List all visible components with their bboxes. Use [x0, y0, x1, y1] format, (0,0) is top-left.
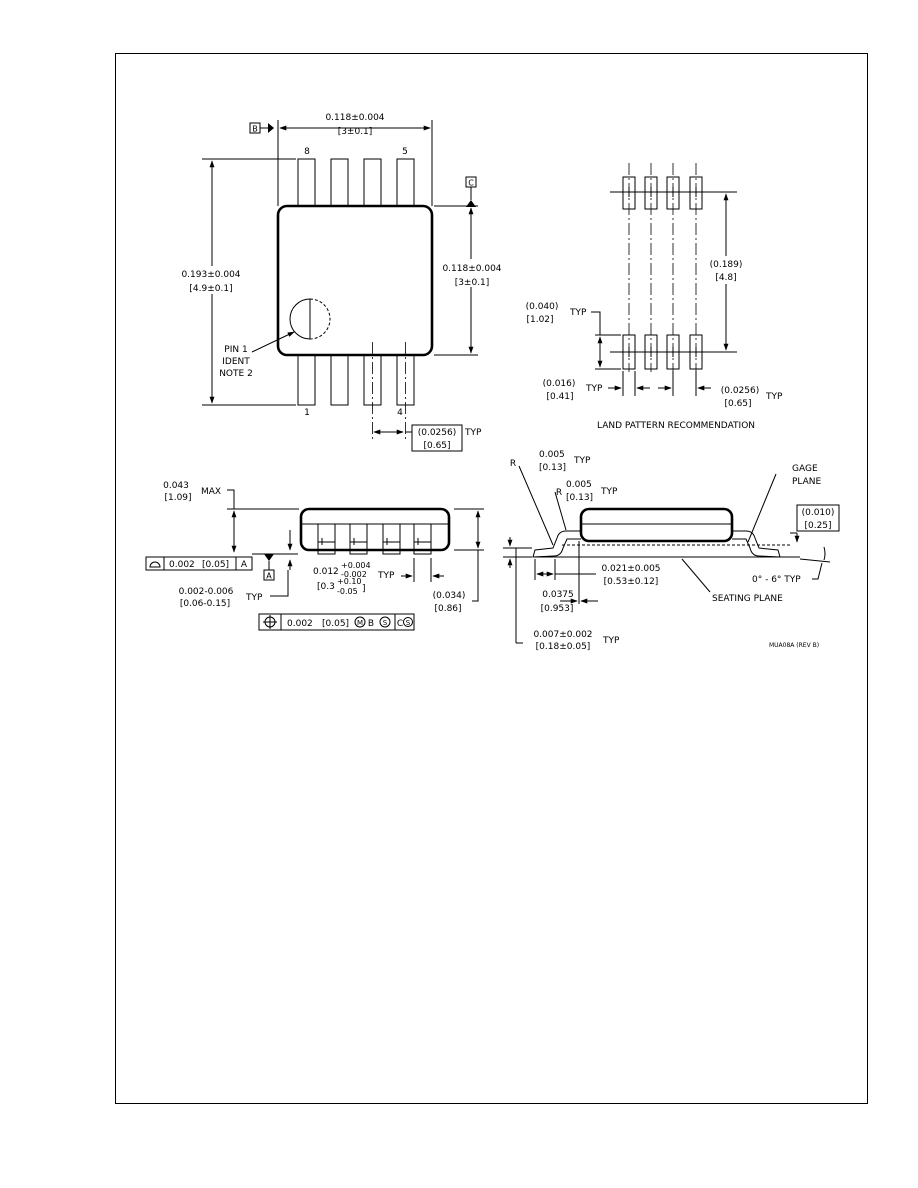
package-body-top [276, 204, 434, 357]
side-view: A 0.043 [1.09] MAX 0.002 [0.05] A 0.002-… [145, 481, 484, 631]
lead-span: 0.0375 [542, 590, 574, 600]
lead-thick-typ: TYP [602, 636, 620, 646]
pos-mod-s2: S [406, 619, 411, 627]
top-body-dim: 0.118±0.004 [442, 264, 501, 274]
land-pitch: (0.0256) [721, 386, 760, 396]
pin1-ident-label-3: NOTE 2 [219, 369, 253, 379]
top-pitch-dim-mm: [0.65] [423, 441, 450, 451]
pin-4-label: 4 [397, 408, 403, 418]
seating-plane-label: SEATING PLANE [712, 594, 783, 604]
datum-b: B [252, 125, 258, 134]
land-pads [610, 163, 737, 372]
side-lead-w-mm-plus: +0.10 [337, 577, 362, 586]
flatness-frame: 0.002 [0.05] A [145, 556, 253, 571]
land-pad-len-typ: TYP [569, 308, 587, 318]
lead-r1: 0.005 [539, 450, 565, 460]
side-standoff-mm: [0.06-0.15] [180, 599, 230, 609]
top-width-dim-mm: [3±0.1] [338, 127, 373, 137]
flat-value: 0.002 [169, 560, 195, 570]
gage-h-mm: [0.25] [804, 521, 831, 531]
lead-foot-mm: [0.53±0.12] [604, 577, 659, 587]
top-pitch-typ: TYP [464, 428, 482, 438]
land-pattern-title: LAND PATTERN RECOMMENDATION [597, 421, 755, 431]
pos-value-mm: [0.05] [322, 619, 349, 629]
top-view: 0.118±0.004 [3±0.1] B C 8 5 1 4 0.193±0.… [172, 113, 508, 452]
lead-thick: 0.007±0.002 [533, 630, 592, 640]
datum-a: A [266, 572, 272, 581]
side-height-max-label: MAX [201, 487, 221, 497]
lead-r1-label: R [510, 459, 516, 469]
side-body-h-mm: [0.86] [434, 604, 461, 614]
side-standoff-typ: TYP [245, 593, 263, 603]
lead-r2: 0.005 [566, 480, 592, 490]
land-pad-len: (0.040) [526, 302, 559, 312]
pin1-ident-label-2: IDENT [222, 357, 250, 367]
side-lead-w-mm-base: [0.3 [317, 582, 335, 592]
side-lead-w-base: 0.012 [313, 567, 339, 577]
land-pad-w-mm: [0.41] [546, 392, 573, 402]
top-pitch-dim: (0.0256) [418, 428, 457, 438]
top-leads [297, 158, 415, 207]
lead-span-mm: [0.953] [541, 604, 574, 614]
top-length-dim: 0.193±0.004 [181, 270, 240, 280]
package-body-side [299, 507, 451, 552]
lead-r2-label: R [556, 488, 562, 498]
land-pitch-mm: [0.65] [724, 399, 751, 409]
datum-c: C [468, 179, 474, 188]
side-lead-w-plus: +0.004 [341, 561, 371, 570]
gage-h: (0.010) [802, 508, 835, 518]
pos-mod-s1: S [383, 619, 388, 627]
gage-label-2: PLANE [792, 477, 822, 487]
pos-datum-b: B [368, 619, 374, 629]
land-row-pitch-mm: [4.8] [715, 273, 736, 283]
land-pad-len-mm: [1.02] [526, 315, 553, 325]
package-body-detail [579, 507, 734, 543]
lead-r2-typ: TYP [600, 487, 618, 497]
side-lead-w-minus: -0.002 [341, 570, 367, 579]
top-length-dim-mm: [4.9±0.1] [189, 284, 232, 294]
pin-5-label: 5 [402, 147, 408, 157]
pos-datum-c: C [397, 619, 403, 629]
side-height-max-mm: [1.09] [164, 493, 191, 503]
land-pad-w-typ: TYP [585, 384, 603, 394]
side-standoff: 0.002-0.006 [179, 587, 234, 597]
pin1-ident-mark [251, 298, 331, 353]
top-width-dim: 0.118±0.004 [325, 113, 384, 123]
land-pad-w: (0.016) [543, 379, 576, 389]
lead-detail: R 0.005 [0.13] TYP R 0.005 [0.13] TYP GA… [503, 450, 840, 652]
bottom-leads [297, 342, 415, 440]
gage-label-1: GAGE [792, 464, 818, 474]
lead-foot: 0.021±0.005 [601, 564, 660, 574]
top-body-dim-mm: [3±0.1] [455, 278, 490, 288]
lead-thick-mm: [0.18±0.05] [536, 642, 591, 652]
side-lead-w-typ: TYP [377, 571, 395, 581]
drawing-frame [115, 53, 868, 1104]
side-lead-w-mm-close: ] [362, 584, 366, 594]
pin1-ident-label-1: PIN 1 [224, 345, 247, 355]
drawing-id: MUA08A (REV B) [769, 642, 819, 649]
lead-r1-mm: [0.13] [539, 463, 566, 473]
land-row-pitch: (0.189) [710, 260, 743, 270]
lead-r2-mm: [0.13] [566, 493, 593, 503]
pin-8-label: 8 [304, 147, 310, 157]
land-pitch-typ: TYP [765, 392, 783, 402]
side-height-max: 0.043 [163, 481, 189, 491]
pos-mod-m: M [357, 619, 363, 627]
position-tolerance-frame: 0.002 [0.05] M B S C S [258, 613, 415, 631]
lead-angle: 0° - 6° TYP [752, 575, 801, 585]
land-pattern: (0.189) [4.8] (0.040) [1.02] TYP (0.016)… [526, 163, 783, 431]
lead-r1-typ: TYP [573, 456, 591, 466]
flat-value-mm: [0.05] [202, 560, 229, 570]
pin-1-label: 1 [304, 408, 310, 418]
pos-value: 0.002 [287, 619, 313, 629]
flat-datum-a: A [241, 560, 248, 570]
side-lead-w-mm-minus: -0.05 [337, 587, 358, 596]
side-body-h: (0.034) [433, 591, 466, 601]
